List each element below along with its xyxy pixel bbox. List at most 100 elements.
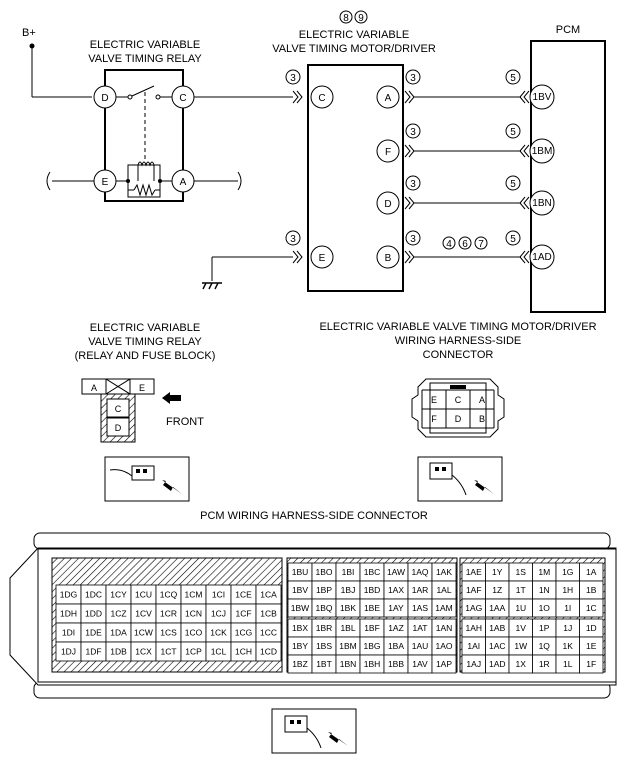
pcm-pin-label: 1AE — [466, 567, 482, 577]
pcm-pin-label: 1BA — [388, 641, 404, 651]
relay-terminal-a: A — [180, 177, 187, 188]
pcm-terminal-1bv: 1BV — [533, 92, 552, 103]
pcm-pin-label: 1AW — [387, 567, 405, 577]
relay-box — [104, 69, 184, 202]
line-note-4: 4 — [446, 239, 452, 250]
pcm-pin-label: 1V — [516, 623, 527, 633]
pcm-pin-label: 1BE — [364, 603, 380, 613]
pcm-ref-1bn: 5 — [510, 179, 516, 190]
pcm-pin-label: 1CP — [185, 647, 202, 657]
pcm-pin-label: 1CU — [135, 590, 152, 600]
pcm-pin-label: 1BZ — [292, 659, 308, 669]
pcm-pin-label: 1AG — [465, 603, 482, 613]
relay-switch — [116, 85, 172, 160]
motor-ref-a: 3 — [410, 73, 416, 84]
pcm-pin-label: 1F — [586, 659, 596, 669]
pcm-pin-label: 1G — [562, 567, 573, 577]
pcm-pin-label: 1CD — [260, 647, 277, 657]
front-label: FRONT — [166, 416, 204, 428]
pcm-pin-label: 1DG — [60, 590, 77, 600]
pcm-pin-label: 1O — [539, 603, 551, 613]
pcm-pin-label: 1BV — [292, 585, 308, 595]
pcm-pin-label: 1AK — [436, 567, 452, 577]
relay-connector-view: ELECTRIC VARIABLE VALVE TIMING RELAY (RE… — [75, 322, 216, 502]
pcm-pin-label: 1BJ — [341, 585, 356, 595]
motor-terminal-b: B — [385, 253, 392, 264]
motor-connector-cell-f: F — [431, 414, 437, 424]
pcm-pin-label: 1L — [563, 659, 573, 669]
motor-terminal-d: D — [384, 199, 391, 210]
pcm-pin-label: 1CQ — [160, 590, 178, 600]
pcm-pin-label: 1DB — [110, 647, 127, 657]
pcm-pin-cell — [431, 598, 457, 618]
relay-connector-title-line1: ELECTRIC VARIABLE — [90, 322, 200, 334]
motor-note-9: 9 — [358, 13, 364, 24]
pcm-pin-label: 1AO — [435, 641, 452, 651]
pcm-pin-label: 1DJ — [61, 647, 76, 657]
motor-ref-f: 3 — [410, 127, 416, 138]
pcm-pin-label: 1BD — [364, 585, 381, 595]
pcm-pin-label: 1K — [563, 641, 574, 651]
motor-terminal-a: A — [385, 93, 392, 104]
pcm-pin-label: 1AL — [436, 585, 451, 595]
pcm-ref-1bv: 5 — [510, 73, 516, 84]
motor-ref-e: 3 — [290, 234, 296, 245]
connector-view-icon — [271, 708, 357, 754]
pcm-pin-label: 1AU — [412, 641, 429, 651]
relay-coil — [116, 161, 172, 198]
pcm-pin-cell — [431, 654, 457, 674]
motor-box — [307, 64, 404, 292]
pcm-pin-label: 1DC — [85, 590, 102, 600]
pcm-pin-label: 1D — [586, 623, 597, 633]
pcm-pin-label: 1BC — [364, 567, 381, 577]
pcm-pin-label: 1J — [563, 623, 572, 633]
pcm-pin-label: 1BI — [342, 567, 355, 577]
pcm-pin-label: 1CL — [211, 647, 227, 657]
pcm-pin-label: 1AJ — [466, 659, 481, 669]
motor-note-8: 8 — [343, 13, 349, 24]
pcm-pin-label: 1DD — [85, 609, 102, 619]
line-note-6: 6 — [462, 239, 468, 250]
pcm-pin-label: 1BU — [292, 567, 309, 577]
pcm-pin-label: 1DE — [85, 628, 102, 638]
pcm-pin-label: 1Y — [492, 567, 503, 577]
motor-connector-view: ELECTRIC VARIABLE VALVE TIMING MOTOR/DRI… — [319, 321, 597, 502]
relay-connector-cell-a: A — [91, 383, 97, 393]
pcm-pin-label: 1BY — [292, 641, 308, 651]
relay-terminal-c: C — [179, 93, 186, 104]
relay-connector-title-line3: (RELAY AND FUSE BLOCK) — [75, 350, 216, 362]
pcm-pin-label: 1CH — [235, 647, 252, 657]
pcm-pin-label: 1Z — [492, 585, 502, 595]
pcm-pin-label: 1W — [514, 641, 527, 651]
pcm-pin-label: 1BN — [340, 659, 357, 669]
supply-label: B+ — [22, 27, 36, 39]
motor-ref-d: 3 — [410, 179, 416, 190]
pcm-pin-label: 1DI — [62, 628, 75, 638]
pcm-pin-label: 1BB — [388, 659, 404, 669]
pcm-pin-label: 1CO — [185, 628, 203, 638]
pcm-pin-label: 1BW — [291, 603, 309, 613]
pcm-pin-label: 1CX — [135, 647, 152, 657]
pcm-pin-label: 1AB — [489, 623, 505, 633]
pcm-pin-label: 1BT — [316, 659, 332, 669]
line-note-7: 7 — [478, 239, 484, 250]
pcm-pin-label: 1AH — [465, 623, 482, 633]
pcm-pin-label: 1CV — [135, 609, 152, 619]
pcm-pin-label: 1AD — [489, 659, 506, 669]
pcm-pin-label: 1BG — [363, 641, 380, 651]
motor-terminal-f: F — [385, 147, 391, 158]
pcm-box — [530, 40, 606, 313]
pcm-pin-label: 1CT — [160, 647, 176, 657]
pcm-pin-label: 1CZ — [110, 609, 126, 619]
pcm-pin-label: 1X — [516, 659, 527, 669]
motor-ref-b: 3 — [410, 234, 416, 245]
relay-terminal-d: D — [101, 93, 108, 104]
pcm-pin-label: 1C — [586, 603, 597, 613]
connector-view-icon — [104, 456, 190, 502]
motor-connector-cell-e: E — [431, 395, 437, 405]
pcm-pin-label: 1AN — [436, 623, 453, 633]
pcm-pin-label: 1CN — [185, 609, 202, 619]
pcm-pin-label: 1CI — [212, 590, 225, 600]
pcm-pin-label: 1AP — [436, 659, 452, 669]
